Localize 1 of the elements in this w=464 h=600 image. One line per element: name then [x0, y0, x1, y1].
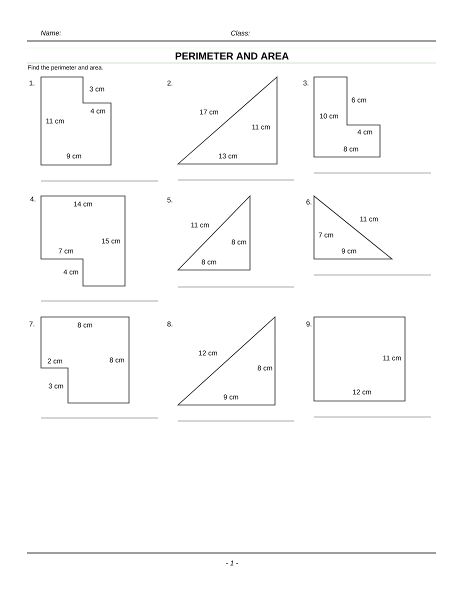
title: PERIMETER AND AREA [176, 52, 289, 60]
